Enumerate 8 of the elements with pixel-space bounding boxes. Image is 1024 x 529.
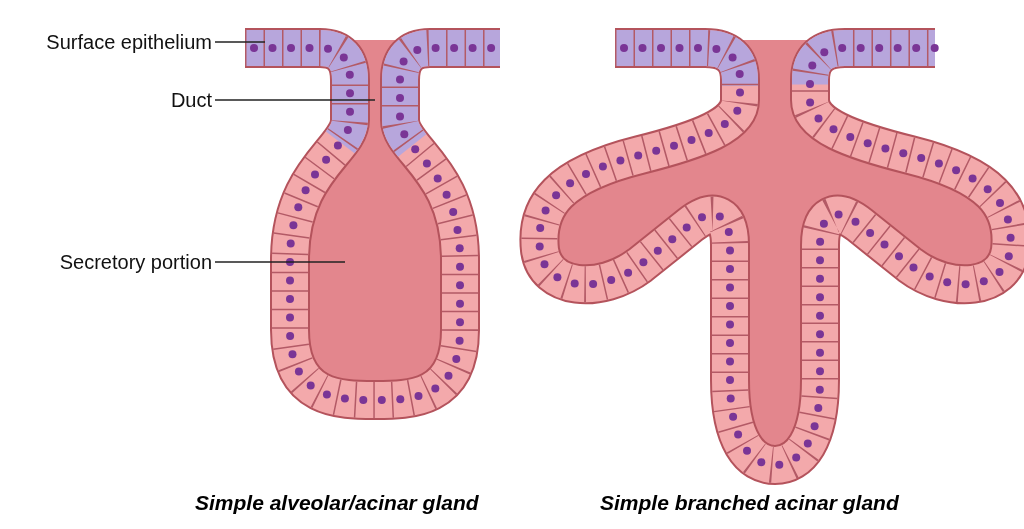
part-label: Secretory portion — [59, 250, 212, 274]
part-label: Duct — [170, 88, 212, 112]
leader-line — [214, 41, 266, 43]
figure-caption: Simple alveolar/acinar gland — [195, 490, 479, 516]
part-label: Surface epithelium — [46, 30, 212, 54]
leader-line — [214, 99, 376, 101]
figure-caption: Simple branched acinar gland — [600, 490, 899, 516]
leader-line — [214, 261, 346, 263]
